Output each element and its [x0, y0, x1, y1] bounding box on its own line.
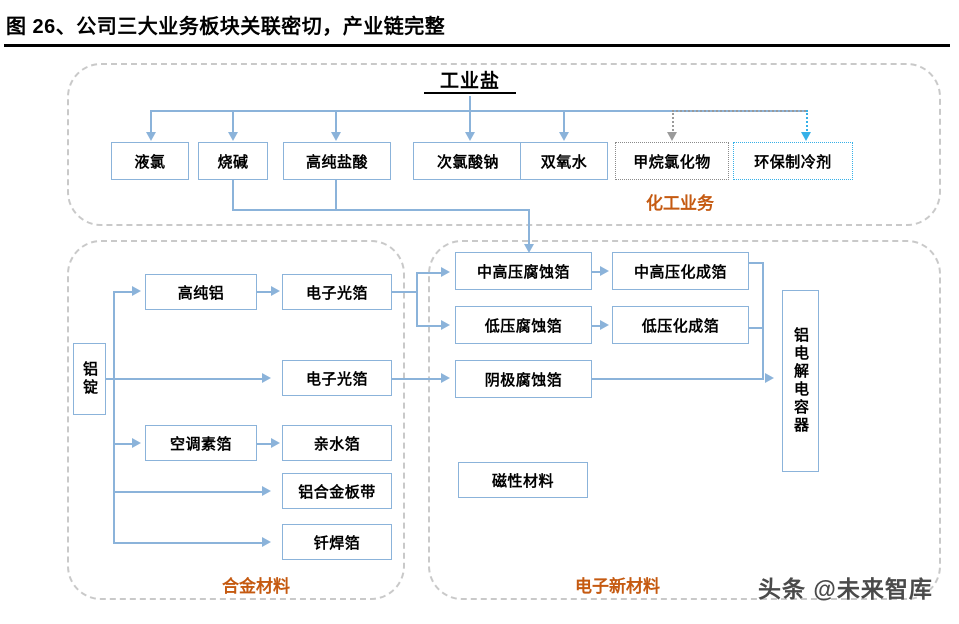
node-ac-plain-foil[interactable]: 空调素箔	[145, 425, 257, 461]
node-sodium-hypochlorite[interactable]: 次氯酸钠	[413, 142, 523, 180]
connector-ingot-to-qianhan	[113, 542, 265, 544]
connector-gaochunlv-to-dianzi1	[257, 291, 273, 293]
connector-yansuan-down	[335, 180, 337, 210]
figure-title-bar: 图 26、公司三大业务板块关联密切，产业链完整	[0, 8, 959, 47]
connector-root-stem	[469, 96, 471, 111]
arrow-right-diya-huacheng	[600, 320, 609, 330]
arrow-down-shuangyang	[559, 132, 569, 141]
connector-ingot-to-kongtiao	[113, 443, 135, 445]
page-title: 图 26、公司三大业务板块关联密切，产业链完整	[6, 16, 446, 38]
node-electronic-bright-foil-2[interactable]: 电子光箔	[282, 360, 392, 396]
connector-diya-huacheng-out	[749, 327, 763, 329]
node-mid-high-voltage-etched-foil[interactable]: 中高压腐蚀箔	[455, 252, 592, 290]
title-divider	[4, 44, 950, 47]
node-hydrogen-peroxide[interactable]: 双氧水	[520, 142, 608, 180]
connector-drop-jiawan	[672, 110, 674, 134]
arrow-down-jiawan	[667, 132, 677, 141]
node-low-voltage-etched-foil[interactable]: 低压腐蚀箔	[455, 306, 592, 344]
connector-chem-to-enm-horizontal	[232, 209, 529, 211]
connector-ingot-to-gaochunlv	[113, 291, 135, 293]
node-aluminum-ingot[interactable]: 铝锭	[73, 343, 106, 415]
arrow-right-qinshui	[271, 438, 280, 448]
arrow-right-gaochunlv	[132, 286, 141, 296]
connector-chem-to-enm-vertical	[528, 209, 530, 247]
arrow-right-zhonggaoya-fushi	[441, 267, 450, 277]
connector-diya-fushi-to-huacheng	[592, 325, 602, 327]
arrow-right-zhonggaoya-huacheng	[600, 266, 609, 276]
panel-electronic-new-materials	[428, 240, 941, 600]
node-liquid-chlorine[interactable]: 液氯	[111, 142, 189, 180]
node-methane-chlorides[interactable]: 甲烷氯化物	[615, 142, 729, 180]
connector-drop-shaojian	[232, 110, 234, 134]
arrow-down-yansuan	[331, 132, 341, 141]
node-eco-refrigerant[interactable]: 环保制冷剂	[733, 142, 853, 180]
node-low-voltage-formed-foil[interactable]: 低压化成箔	[612, 306, 749, 344]
arrow-right-dianzi1	[271, 286, 280, 296]
node-aluminum-alloy-strip[interactable]: 铝合金板带	[282, 473, 392, 509]
panel-alloy-materials	[67, 240, 405, 600]
arrow-down-chem-to-enm	[524, 244, 534, 253]
connector-drop-shuangyang	[563, 110, 565, 134]
node-electronic-bright-foil-1[interactable]: 电子光箔	[282, 274, 392, 310]
connector-zhonggaoya-huacheng-out	[749, 262, 763, 264]
arrow-right-kongtiao	[132, 438, 141, 448]
node-industrial-salt[interactable]: 工业盐	[424, 66, 516, 94]
node-cathode-etched-foil[interactable]: 阴极腐蚀箔	[455, 360, 592, 398]
connector-kongtiao-to-qinshui	[257, 443, 273, 445]
connector-dianzi1-out	[392, 291, 417, 293]
arrow-down-shaojian	[228, 132, 238, 141]
node-high-purity-aluminum[interactable]: 高纯铝	[145, 274, 257, 310]
arrow-right-qianhan	[262, 537, 271, 547]
watermark-text: 头条 @未来智库	[758, 576, 933, 602]
arrow-right-dianzi2	[262, 373, 271, 383]
node-high-purity-hcl[interactable]: 高纯盐酸	[283, 142, 391, 180]
arrow-right-diya-fushi	[441, 320, 450, 330]
connector-drop-cilv	[469, 110, 471, 134]
connector-ingot-trunk	[113, 291, 115, 543]
connector-to-diya-fushi	[416, 325, 444, 327]
panel-label-electronic: 电子新材料	[575, 577, 660, 596]
connector-enm-convergence-bus	[762, 262, 764, 378]
panel-chemical-business	[67, 63, 941, 226]
connector-zhonggaoya-fushi-to-huacheng	[592, 271, 602, 273]
arrow-down-cilv	[465, 132, 475, 141]
connector-ingot-stub	[106, 378, 115, 380]
connector-shaojian-down	[232, 180, 234, 210]
arrow-right-bandai	[262, 486, 271, 496]
connector-to-zhonggaoya-fushi	[416, 272, 444, 274]
connector-ingot-to-bandai	[113, 491, 265, 493]
arrow-down-zhileng	[801, 132, 811, 141]
node-mid-high-voltage-formed-foil[interactable]: 中高压化成箔	[612, 252, 749, 290]
node-caustic-soda[interactable]: 烧碱	[198, 142, 268, 180]
connector-drop-zhileng	[806, 110, 808, 134]
connector-ingot-to-dianzi2	[113, 378, 265, 380]
connector-chemical-bus	[150, 110, 806, 112]
arrow-right-capacitor	[765, 373, 774, 383]
panel-label-alloy: 合金材料	[222, 577, 290, 596]
connector-dianzi2-to-yinji	[392, 378, 444, 380]
node-aluminum-electrolytic-capacitor[interactable]: 铝电解电容器	[782, 290, 819, 472]
connector-dianzi1-split-vertical	[416, 274, 418, 326]
arrow-right-yinji-fushi	[441, 373, 450, 383]
arrow-down-yelv	[146, 132, 156, 141]
connector-drop-yelv	[150, 110, 152, 134]
node-brazing-foil[interactable]: 钎焊箔	[282, 524, 392, 560]
panel-label-chemical: 化工业务	[646, 194, 714, 213]
node-hydrophilic-foil[interactable]: 亲水箔	[282, 425, 392, 461]
connector-drop-yansuan	[335, 110, 337, 134]
node-magnetic-materials[interactable]: 磁性材料	[458, 462, 588, 498]
connector-yinji-to-capacitor	[592, 378, 764, 380]
connector-chemical-bus-dotted	[672, 110, 806, 112]
